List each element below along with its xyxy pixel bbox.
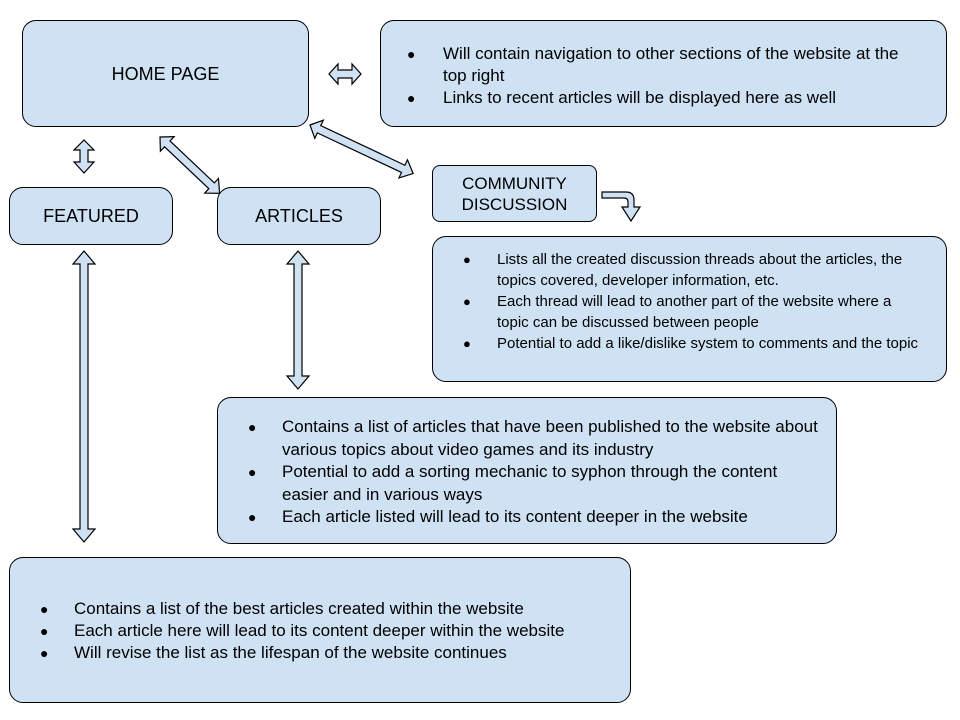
- community-notes-list: ● Lists all the created discussion threa…: [433, 249, 946, 354]
- community-label-line1: COMMUNITY: [462, 173, 567, 193]
- featured-note-text: Contains a list of the best articles cre…: [74, 599, 524, 618]
- articles-label: ARTICLES: [255, 206, 343, 226]
- articles-note-item: ● Potential to add a sorting mechanic to…: [218, 461, 836, 506]
- home-note-item: ● Links to recent articles will be displ…: [381, 87, 946, 109]
- articles-node: ARTICLES: [217, 187, 381, 245]
- home-note-item: ● Will contain navigation to other secti…: [381, 43, 946, 87]
- bullet-icon: ●: [407, 46, 416, 62]
- bullet-icon: ●: [40, 623, 49, 639]
- articles-notes-list: ● Contains a list of articles that have …: [218, 416, 836, 529]
- home-page-node: HOME PAGE: [22, 20, 309, 127]
- bullet-icon: ●: [40, 601, 49, 617]
- bullet-icon: ●: [40, 645, 49, 661]
- articles-note-text: Potential to add a sorting mechanic to s…: [282, 462, 778, 504]
- featured-note-item: ● Contains a list of the best articles c…: [10, 598, 630, 620]
- featured-note-item: ● Each article here will lead to its con…: [10, 620, 630, 642]
- bullet-icon: ●: [407, 90, 416, 106]
- articles-note-text: Each article listed will lead to its con…: [282, 507, 748, 526]
- home-notes-double-arrow: [328, 62, 362, 86]
- community-note-text: Lists all the created discussion threads…: [497, 251, 903, 289]
- community-label-line2: DISCUSSION: [461, 194, 568, 214]
- community-note-item: ● Lists all the created discussion threa…: [433, 249, 946, 291]
- community-bent-arrow: [601, 191, 642, 223]
- featured-note-item: ● Will revise the list as the lifespan o…: [10, 642, 630, 664]
- community-note-text: Potential to add a like/dislike system t…: [497, 335, 919, 352]
- featured-notes-double-arrow: [71, 250, 97, 543]
- home-note-text: Links to recent articles will be display…: [443, 88, 837, 107]
- home-note-text: Will contain navigation to other section…: [443, 44, 899, 85]
- home-notes-box: ● Will contain navigation to other secti…: [380, 20, 947, 127]
- articles-note-item: ● Contains a list of articles that have …: [218, 416, 836, 461]
- featured-label: FEATURED: [43, 206, 139, 226]
- featured-notes-list: ● Contains a list of the best articles c…: [10, 598, 630, 664]
- community-notes-box: ● Lists all the created discussion threa…: [432, 236, 947, 382]
- bullet-icon: ●: [248, 464, 257, 480]
- bullet-icon: ●: [463, 294, 471, 309]
- articles-notes-double-arrow: [285, 250, 311, 390]
- community-discussion-node: COMMUNITY DISCUSSION: [432, 165, 597, 222]
- articles-note-item: ● Each article listed will lead to its c…: [218, 506, 836, 529]
- home-notes-list: ● Will contain navigation to other secti…: [381, 43, 946, 109]
- articles-note-text: Contains a list of articles that have be…: [282, 417, 818, 459]
- featured-node: FEATURED: [9, 187, 173, 245]
- articles-notes-box: ● Contains a list of articles that have …: [217, 397, 837, 544]
- community-note-text: Each thread will lead to another part of…: [497, 293, 892, 331]
- home-page-label: HOME PAGE: [111, 63, 220, 84]
- home-community-double-arrow: [309, 119, 414, 179]
- featured-note-text: Will revise the list as the lifespan of …: [74, 643, 507, 662]
- community-note-item: ● Each thread will lead to another part …: [433, 291, 946, 333]
- community-note-item: ● Potential to add a like/dislike system…: [433, 333, 946, 354]
- bullet-icon: ●: [463, 336, 471, 351]
- bullet-icon: ●: [463, 252, 471, 267]
- home-featured-double-arrow: [72, 139, 96, 174]
- featured-notes-box: ● Contains a list of the best articles c…: [9, 557, 631, 703]
- bullet-icon: ●: [248, 419, 257, 435]
- bullet-icon: ●: [248, 509, 257, 525]
- featured-note-text: Each article here will lead to its conte…: [74, 621, 565, 640]
